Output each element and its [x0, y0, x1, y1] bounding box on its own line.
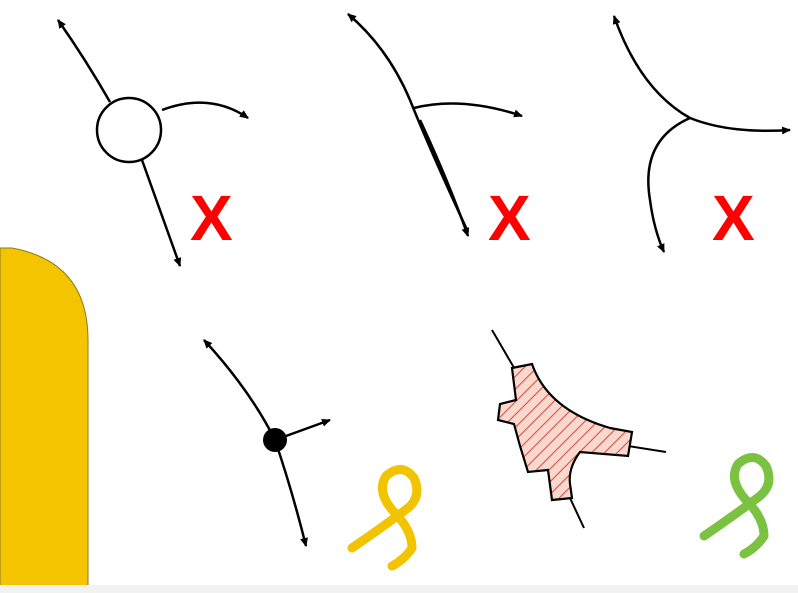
panel-filled-dot-junction: [203, 339, 331, 547]
reject-mark: X: [488, 182, 531, 254]
looped-ribbon-icon: [699, 453, 774, 559]
side-tab: [0, 247, 89, 593]
reject-mark: X: [190, 182, 233, 254]
panel-hatched-junction: [491, 329, 667, 529]
axis-lower: [569, 497, 585, 529]
curve-lower: [647, 116, 691, 253]
looped-ribbon-icon: [347, 465, 422, 571]
axis-right: [627, 445, 667, 453]
curve-right: [689, 116, 791, 135]
filled-dot-node: [263, 428, 287, 452]
open-circle-node: [95, 96, 163, 164]
panel-open-circle-branch: X: [56, 19, 249, 267]
curve-side-branch: [161, 101, 249, 120]
panel-y-junction: X: [612, 15, 791, 254]
curve-main-lower-arrow: [418, 119, 470, 237]
curve-lower: [273, 439, 308, 547]
panel-simple-branch: X: [347, 13, 531, 254]
hatched-region: [496, 362, 634, 502]
curve-upper: [203, 339, 277, 441]
reject-mark: X: [712, 182, 755, 254]
curve-side-branch: [413, 102, 523, 118]
curve-upper-left: [56, 19, 112, 103]
curve-upper-left: [612, 15, 691, 120]
bottom-edge: [0, 585, 798, 593]
curve-main: [347, 13, 470, 233]
curve-lower: [140, 159, 182, 267]
